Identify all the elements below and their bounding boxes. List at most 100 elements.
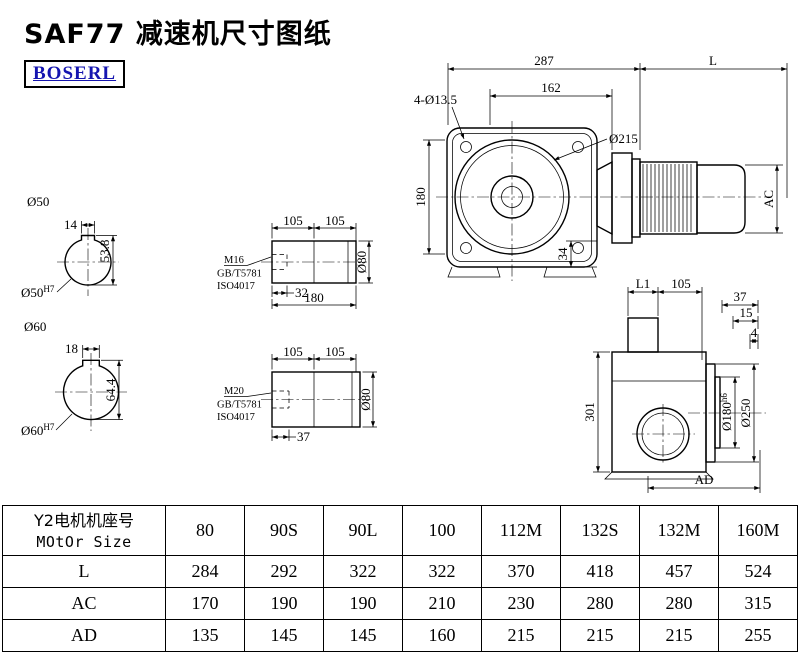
dim-key-width-60: 18 <box>65 341 78 356</box>
cell-L-90l: 322 <box>323 555 403 588</box>
bolt-hole <box>460 141 472 153</box>
dim-bush1-seg2: 105 <box>325 213 345 228</box>
motor-adapter <box>596 160 613 236</box>
cell-AD-112m: 215 <box>481 619 561 652</box>
dim-bush1-seg1: 105 <box>283 213 303 228</box>
header-size-112m: 112M <box>481 505 561 556</box>
brand-logo: BOSERL <box>24 60 126 88</box>
motor-end-bell <box>696 164 746 234</box>
gearbox-front-view: 287 L 162 4-Ø13.5 Ø215 180 34 AC <box>413 53 788 281</box>
header-size-80: 80 <box>165 505 245 556</box>
dim-301: 301 <box>582 402 597 422</box>
cell-L-90s: 292 <box>244 555 324 588</box>
output-flange-spigot <box>714 376 721 449</box>
header-size-160m: 160M <box>718 505 798 556</box>
header-size-100: 100 <box>402 505 482 556</box>
header-size-132s: 132S <box>560 505 640 556</box>
dim-bush2-std2: ISO4017 <box>217 412 255 423</box>
dim-162: 162 <box>541 80 561 95</box>
cell-AD-100: 160 <box>402 619 482 652</box>
dim-37: 37 <box>734 289 748 304</box>
cell-AD-160m: 255 <box>718 619 798 652</box>
table-row-AD: AD 135 145 145 160 215 215 215 255 <box>2 619 798 652</box>
table-header-row: Y2电机机座号 MOtOr Size 80 90S 90L 100 112M 1… <box>2 505 798 556</box>
bolt-hole <box>460 242 472 254</box>
dim-bush1-depth: 32 <box>295 285 308 300</box>
header-motor-size-en: MOtOr Size <box>36 532 132 551</box>
cell-AD-90l: 145 <box>323 619 403 652</box>
row-label-AC: AC <box>2 587 166 620</box>
side-housing <box>611 351 707 473</box>
brand-logo-text: BOSERL <box>33 63 117 84</box>
dim-bush2-seg1: 105 <box>283 344 303 359</box>
dim-flange-215: Ø215 <box>609 131 638 146</box>
dim-key-width-50: 14 <box>64 217 78 232</box>
dim-shaft-50-dia: Ø50 <box>27 194 49 209</box>
header-motor-size: Y2电机机座号 MOtOr Size <box>2 505 166 556</box>
motor-fins <box>642 164 692 232</box>
dim-bush2-dia: Ø80 <box>358 388 373 410</box>
bolt-hole <box>572 242 584 254</box>
cell-L-132s: 418 <box>560 555 640 588</box>
cell-AC-112m: 230 <box>481 587 561 620</box>
row-label-L: L <box>2 555 166 588</box>
dim-L1: L1 <box>636 276 650 291</box>
header-size-132m: 132M <box>639 505 719 556</box>
cell-AC-132m: 280 <box>639 587 719 620</box>
dim-shaft-60-bore: Ø60H7 <box>21 422 55 438</box>
cell-L-100: 322 <box>402 555 482 588</box>
dim-spigot-180h6: Ø180h6 <box>719 393 734 431</box>
cell-AD-132m: 215 <box>639 619 719 652</box>
cell-L-112m: 370 <box>481 555 561 588</box>
cell-AC-100: 210 <box>402 587 482 620</box>
cell-AC-132s: 280 <box>560 587 640 620</box>
cell-L-160m: 524 <box>718 555 798 588</box>
shaft-50-outline <box>64 234 112 286</box>
dim-shaft-60-dia: Ø60 <box>24 319 46 334</box>
cell-AC-90s: 190 <box>244 587 324 620</box>
dim-AC: AC <box>761 190 776 208</box>
bushing-m16-drawing: 105 105 M16 GB/T5781 ISO4017 32 180 Ø80 <box>217 213 373 309</box>
shaft-60-section-view: 18 64.4 Ø60 Ø60H7 <box>21 319 127 438</box>
dim-bush2-thread: M20 <box>224 386 244 397</box>
bushing-m20-drawing: 105 105 M20 GB/T5781 ISO4017 37 Ø80 <box>217 344 377 444</box>
dim-bush1-std2: ISO4017 <box>217 281 255 292</box>
dim-15: 15 <box>740 305 753 320</box>
dim-287: 287 <box>534 53 554 68</box>
dim-bolt-holes: 4-Ø13.5 <box>414 92 457 107</box>
cell-AD-132s: 215 <box>560 619 640 652</box>
row-label-AD: AD <box>2 619 166 652</box>
dim-105: 105 <box>671 276 691 291</box>
dim-4: 4 <box>751 325 758 340</box>
dim-L: L <box>709 53 717 68</box>
bolt-hole <box>572 141 584 153</box>
table-row-AC: AC 170 190 190 210 230 280 280 315 <box>2 587 798 620</box>
dim-bush2-depth: 37 <box>297 429 311 444</box>
dim-bush2-std1: GB/T5781 <box>217 400 262 411</box>
motor-body <box>639 161 698 235</box>
dim-AD: AD <box>695 472 714 487</box>
shaft-60-outline <box>62 359 120 421</box>
cell-AD-80: 135 <box>165 619 245 652</box>
table-row-L: L 284 292 322 322 370 418 457 524 <box>2 555 798 588</box>
dim-key-height-60: 64.4 <box>103 378 118 401</box>
cell-AD-90s: 145 <box>244 619 324 652</box>
header-size-90s: 90S <box>244 505 324 556</box>
header-motor-size-cn: Y2电机机座号 <box>34 511 134 531</box>
cell-AC-160m: 315 <box>718 587 798 620</box>
motor-size-table: Y2电机机座号 MOtOr Size 80 90S 90L 100 112M 1… <box>2 505 798 652</box>
housing-flange <box>446 127 598 268</box>
header-size-90l: 90L <box>323 505 403 556</box>
shaft-50-section-view: 14 53.8 Ø50 Ø50H7 <box>21 194 119 300</box>
dim-bush1-length: 180 <box>304 290 324 305</box>
motor-flange <box>611 152 633 244</box>
dim-bush1-thread: M16 <box>224 255 244 266</box>
technical-drawing: 14 53.8 Ø50 Ø50H7 18 64.4 Ø60 Ø60H7 <box>21 53 788 493</box>
dim-180: 180 <box>413 187 428 207</box>
page-title: SAF77 减速机尺寸图纸 <box>24 19 332 50</box>
dim-key-height-50: 53.8 <box>97 240 112 263</box>
dim-flange-250: Ø250 <box>738 399 753 428</box>
dim-shaft-50-bore: Ø50H7 <box>21 284 55 300</box>
gearbox-side-view: L1 105 37 15 4 301 Ø180h6 Ø250 <box>582 276 766 493</box>
